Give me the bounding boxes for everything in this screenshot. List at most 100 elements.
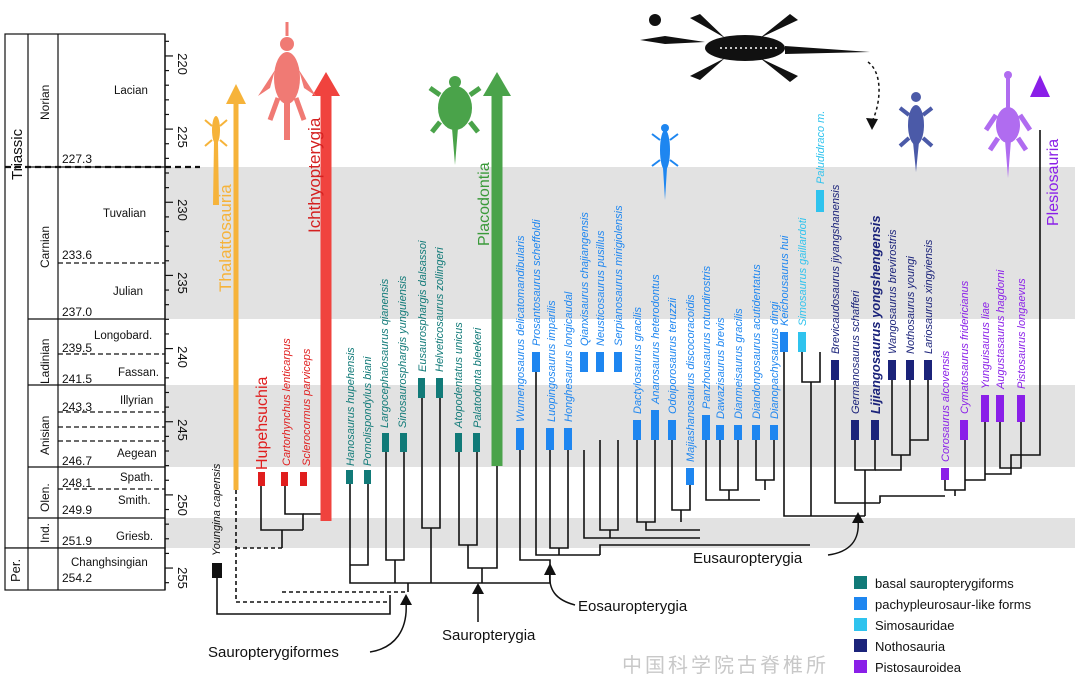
pachypleurosaur-silhouette <box>651 124 679 200</box>
bar-keichousaurus <box>780 332 788 352</box>
bar-lariosaurus <box>924 360 932 380</box>
taxon-paludidraco: Paludidraco m. <box>815 111 827 184</box>
legend-item-pistosauroidea: Pistosauroidea <box>854 660 962 675</box>
time-scale-labels: Triassic Per. Norian Carnian Ladinian An… <box>8 53 190 589</box>
taxon-wangosaurus: Wangosaurus brevirostris <box>887 229 899 354</box>
label-hupehsuchia: Hupehsuchia <box>254 377 271 471</box>
taxon-simosaurus: Simosaurus gaillardoti <box>797 217 809 326</box>
tick-235: 235 <box>175 272 190 294</box>
permian-label: Per. <box>8 559 23 582</box>
bar-anarosaurus <box>651 410 659 440</box>
clade-sauropterygia: Sauropterygia <box>442 627 536 644</box>
taxon-luopingosaurus: Luopingosaurus imparilis <box>546 300 558 422</box>
bar-palatodonta <box>473 433 480 452</box>
pistosaur-silhouette <box>983 71 1033 178</box>
time-bands <box>165 167 1075 548</box>
age-233-6: 233.6 <box>62 248 92 262</box>
bar-yunguisaurus <box>981 395 989 422</box>
range-arrows <box>226 72 1050 521</box>
bar-sinosaurosphargis <box>400 433 407 452</box>
taxon-germanosaurus: Germanosaurus schafferi <box>850 290 862 414</box>
age-237-0: 237.0 <box>62 305 92 319</box>
taxon-sclerocormus: Sclerocormus parviceps <box>301 348 313 466</box>
taxon-nothosaurus: Nothosaurus youngi <box>905 256 917 354</box>
label-plesiosauria: Plesiosauria <box>1045 139 1062 226</box>
stage-carnian: Carnian <box>38 226 52 268</box>
skeleton-pointer <box>867 61 880 123</box>
taxon-youngina: Youngina capensis <box>211 463 223 556</box>
taxon-dawazisaurus: Dawazisaurus brevis <box>715 317 727 419</box>
stage-ladinian: Ladinian <box>38 339 52 384</box>
band-anisian <box>165 385 1075 467</box>
arrow-plesiosauria <box>1030 75 1050 97</box>
tick-240: 240 <box>175 346 190 368</box>
age-239-5: 239.5 <box>62 341 92 355</box>
bar-eusaurosphargis <box>418 378 425 398</box>
clade-eosauropterygia: Eosauropterygia <box>578 598 688 615</box>
taxon-dactylosaurus: Dactylosaurus gracilis <box>632 307 644 414</box>
bar-largocephalosaurus <box>382 433 389 452</box>
clade-eusauropterygia: Eusauropterygia <box>693 550 803 567</box>
bar-helveticosaurus <box>436 378 443 398</box>
taxon-honghesaurus: Honghesaurus longicaudal <box>563 291 575 422</box>
band-carnian <box>165 167 1075 319</box>
substage-aegean: Aegean <box>117 448 157 460</box>
legend: basal sauropterygiforms pachypleurosaur-… <box>854 576 1032 675</box>
substage-lacian: Lacian <box>114 85 148 97</box>
taxon-brevicaudosaurus: Brevicaudosaurus jiyangshanensis <box>830 184 842 354</box>
stage-anisian: Anisian <box>38 416 52 455</box>
age-248-1: 248.1 <box>62 476 92 490</box>
bar-pomolispondylus <box>364 470 371 484</box>
bar-serpianosaurus <box>614 352 622 372</box>
bar-dactylosaurus <box>633 420 641 440</box>
group-labels: Thalattosauria Hupehsuchia Ichthyopteryg… <box>216 117 1062 470</box>
tick-220: 220 <box>175 53 190 75</box>
label-ichthyopterygia: Ichthyopterygia <box>305 117 324 233</box>
watermark: 中国科学院古脊椎所 <box>622 653 829 677</box>
taxon-dianopachysaurus: Dianopachysaurus dingi <box>769 301 781 419</box>
label-thalattosauria: Thalattosauria <box>216 184 235 292</box>
bar-nothosaurus <box>906 360 914 380</box>
taxon-diandongosaurus: Diandongosaurus acutidentatus <box>751 264 763 419</box>
bar-honghesaurus <box>564 428 572 450</box>
substage-spath: Spath. <box>120 472 153 484</box>
taxon-helveticosaurus: Helveticosaurus zollingeri <box>434 247 446 372</box>
range-bars <box>212 190 1025 578</box>
stage-olenekian: Olen. <box>38 483 52 512</box>
bar-cymatosaurus <box>960 420 968 440</box>
age-241-5: 241.5 <box>62 372 92 386</box>
substage-illyrian: Illyrian <box>120 395 153 407</box>
substage-fassan: Fassan. <box>118 367 159 379</box>
bar-neusticosaurus <box>596 352 604 372</box>
age-251-9: 251.9 <box>62 534 92 548</box>
taxon-corosaurus: Corosaurus alcovensis <box>940 350 952 462</box>
bar-diandongosaurus <box>752 425 760 440</box>
svg-text:basal sauropterygiforms: basal sauropterygiforms <box>875 576 1014 591</box>
legend-item-pachypleurosaur: pachypleurosaur-like forms <box>854 597 1032 612</box>
taxon-pistosaurus: Pistosaurus longaevus <box>1016 278 1028 389</box>
taxon-wumengosaurus: Wumengosaurus delicatomandibularis <box>515 235 527 422</box>
svg-text:pachypleurosaur-like forms: pachypleurosaur-like forms <box>875 597 1032 612</box>
bar-majiashanosaurus <box>686 468 694 485</box>
legend-item-simosauridae: Simosauridae <box>854 618 955 633</box>
taxon-qianxisaurus: Qianxisaurus chajiangensis <box>579 212 591 346</box>
bar-atopodentatus <box>455 433 462 452</box>
bar-pistosaurus <box>1017 395 1025 422</box>
bar-hanosaurus <box>346 470 353 484</box>
clade-annotations: Sauropterygiformes Sauropterygia Eosauro… <box>208 512 864 661</box>
bar-wangosaurus <box>888 360 896 380</box>
taxon-eusaurosphargis: Eusaurosphargis dalsassoi <box>417 240 429 372</box>
taxon-hanosaurus: Hanosaurus hupehensis <box>345 347 357 466</box>
substage-julian: Julian <box>113 286 143 298</box>
age-246-7: 246.7 <box>62 454 92 468</box>
taxon-keichousaurus: Keichousaurus hui <box>779 235 791 326</box>
taxon-majiashanosaurus: Majiashanosaurus discocoracoidis <box>685 294 697 462</box>
substage-smith: Smith. <box>118 495 151 507</box>
bar-wumengosaurus <box>516 428 524 450</box>
taxon-lariosaurus: Lariosaurus xingyiensis <box>923 239 935 354</box>
legend-item-basal: basal sauropterygiforms <box>854 576 1014 591</box>
taxon-cartorhynchus: Cartorhynchus lenticarpus <box>281 338 293 466</box>
taxon-dianmeisaurus: Dianmeisaurus gracilis <box>733 308 745 419</box>
bar-dianopachysaurus <box>770 425 778 440</box>
bar-hupehsuchia <box>258 472 265 486</box>
